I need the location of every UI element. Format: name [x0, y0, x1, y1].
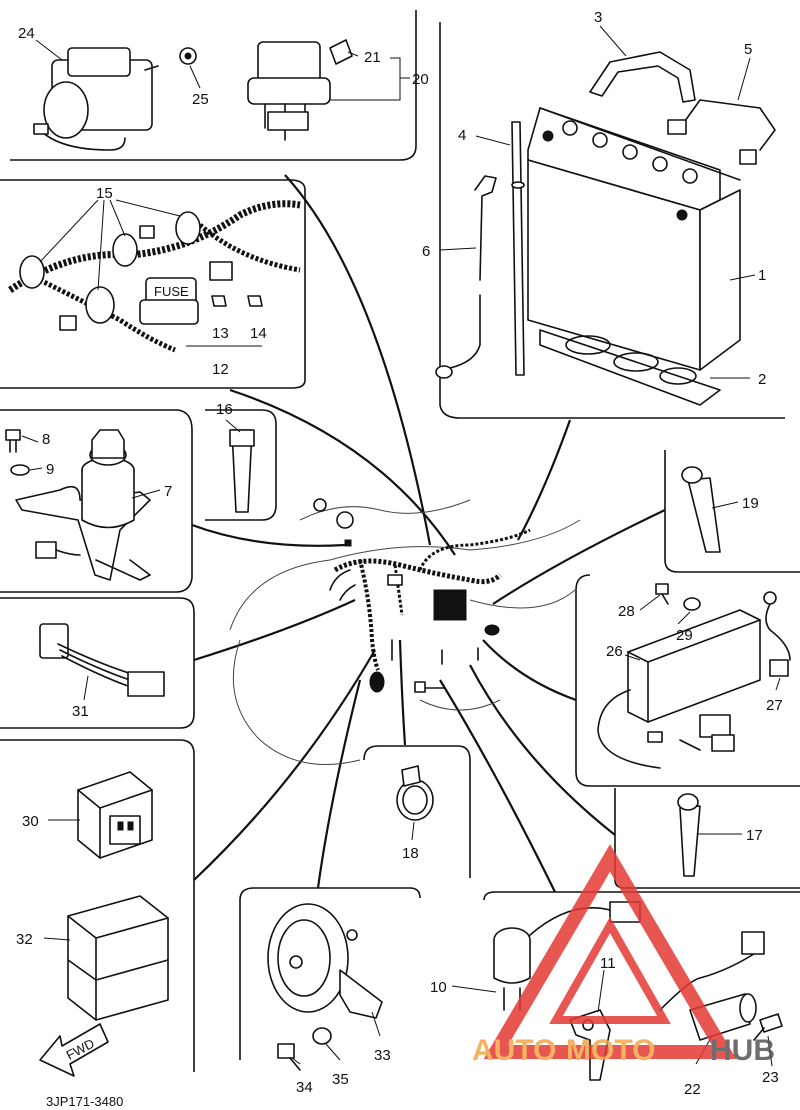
main-switch-7: [15, 429, 151, 581]
band-16: [229, 429, 255, 513]
band-19: [681, 466, 721, 553]
relay-panel: [0, 739, 195, 1072]
fuse-14: [247, 295, 263, 307]
clamp-18: [396, 765, 434, 821]
callout-7: 7: [164, 483, 172, 500]
callout-3: 3: [594, 9, 602, 26]
callout-23: 23: [762, 1069, 779, 1086]
callout-2: 2: [758, 371, 766, 388]
bolt-34: [277, 1043, 301, 1071]
fuse-box-label: FUSE: [154, 284, 189, 299]
callout-28: 28: [618, 603, 635, 620]
frame-outline: [229, 499, 581, 765]
callout-26: 26: [606, 643, 623, 660]
callout-31: 31: [72, 703, 89, 720]
breather-pipe-4: [511, 121, 525, 376]
callout-6: 6: [422, 243, 430, 260]
battery-1: [527, 107, 741, 371]
callout-22: 22: [684, 1081, 701, 1098]
horn-33: [267, 903, 383, 1019]
top-left-panel: [10, 10, 417, 161]
battery-band-3: [589, 51, 696, 103]
callout-9: 9: [46, 461, 54, 478]
clamp18-panel: [363, 745, 471, 878]
routing-lines: [191, 174, 666, 893]
callout-19: 19: [742, 495, 759, 512]
callout-35: 35: [332, 1071, 349, 1088]
fwd-arrow: FWD: [39, 1023, 109, 1077]
positive-lead-6: [435, 175, 497, 379]
fuse-21: [329, 39, 353, 65]
callout-11: 11: [600, 955, 616, 972]
callout-10: 10: [430, 979, 447, 996]
diagram-code: 3JP171-3480: [46, 1094, 123, 1109]
band16-panel: [205, 409, 277, 521]
washer-29: [683, 597, 701, 611]
leader-lines: [21, 25, 781, 1067]
harness-connector-block: [433, 589, 467, 621]
relay-30: [77, 771, 153, 859]
lead-connector-31: [39, 623, 165, 697]
starter-relay-20: [247, 41, 331, 141]
callout-14: 14: [250, 325, 267, 342]
callout-15: 15: [96, 185, 113, 202]
callout-29: 29: [676, 627, 693, 644]
callout-labels: 24 25 21 20 15 13 14 12 3 5 4 6 1 2 8 9 …: [16, 9, 783, 1098]
callout-34: 34: [296, 1079, 313, 1096]
callout-1: 1: [758, 267, 766, 284]
band19-panel: [664, 450, 800, 573]
callout-4: 4: [458, 127, 466, 144]
harness-panel: [0, 179, 306, 389]
fuse-13: [211, 295, 227, 307]
main-switch-panel: [0, 409, 193, 593]
panel-frames: [0, 10, 800, 1072]
switch-panel: [483, 891, 800, 901]
callout-30: 30: [22, 813, 39, 830]
watermark-text-left: AUTO: [472, 1034, 556, 1067]
sensor-lead-27: [763, 591, 791, 677]
fuse-box-12: FUSE: [139, 277, 199, 325]
harness-clamps-15: [8, 200, 301, 353]
callout-5: 5: [744, 41, 752, 58]
watermark-text-right: HUB: [710, 1034, 775, 1067]
ignition-coil-24: [33, 47, 159, 151]
washer-35: [312, 1027, 332, 1045]
cdi-panel: [575, 574, 800, 787]
central-wire-harness: [313, 498, 531, 693]
battery-pad-2: [539, 329, 721, 406]
negative-lead-5: [667, 99, 776, 165]
callout-25: 25: [192, 91, 209, 108]
callout-18: 18: [402, 845, 419, 862]
watermark-triangle: [483, 844, 737, 1059]
callout-20: 20: [412, 71, 429, 88]
callout-32: 32: [16, 931, 33, 948]
cdi-unit-26: [597, 609, 761, 769]
callout-12: 12: [212, 361, 229, 378]
connector-panel: [0, 597, 195, 729]
callout-8: 8: [42, 431, 50, 448]
callout-27: 27: [766, 697, 783, 714]
bolt-8: [5, 429, 21, 453]
watermark-text-mid: MOTO: [566, 1034, 655, 1067]
battery-panel: [439, 22, 785, 419]
washer-9: [10, 464, 30, 476]
band-17: [677, 793, 701, 877]
screw-23: [753, 1013, 783, 1041]
horn-panel: [239, 887, 421, 1060]
callout-33: 33: [374, 1047, 391, 1064]
band17-panel: [614, 787, 800, 889]
bolt-28: [655, 583, 669, 605]
relay-32: [67, 895, 169, 1021]
callout-21: 21: [364, 49, 381, 66]
callout-24: 24: [18, 25, 35, 42]
callout-13: 13: [212, 325, 229, 342]
callout-17: 17: [746, 827, 763, 844]
callout-16: 16: [216, 401, 233, 418]
automotohub-watermark: AUTO MOTO HUB: [472, 844, 775, 1067]
